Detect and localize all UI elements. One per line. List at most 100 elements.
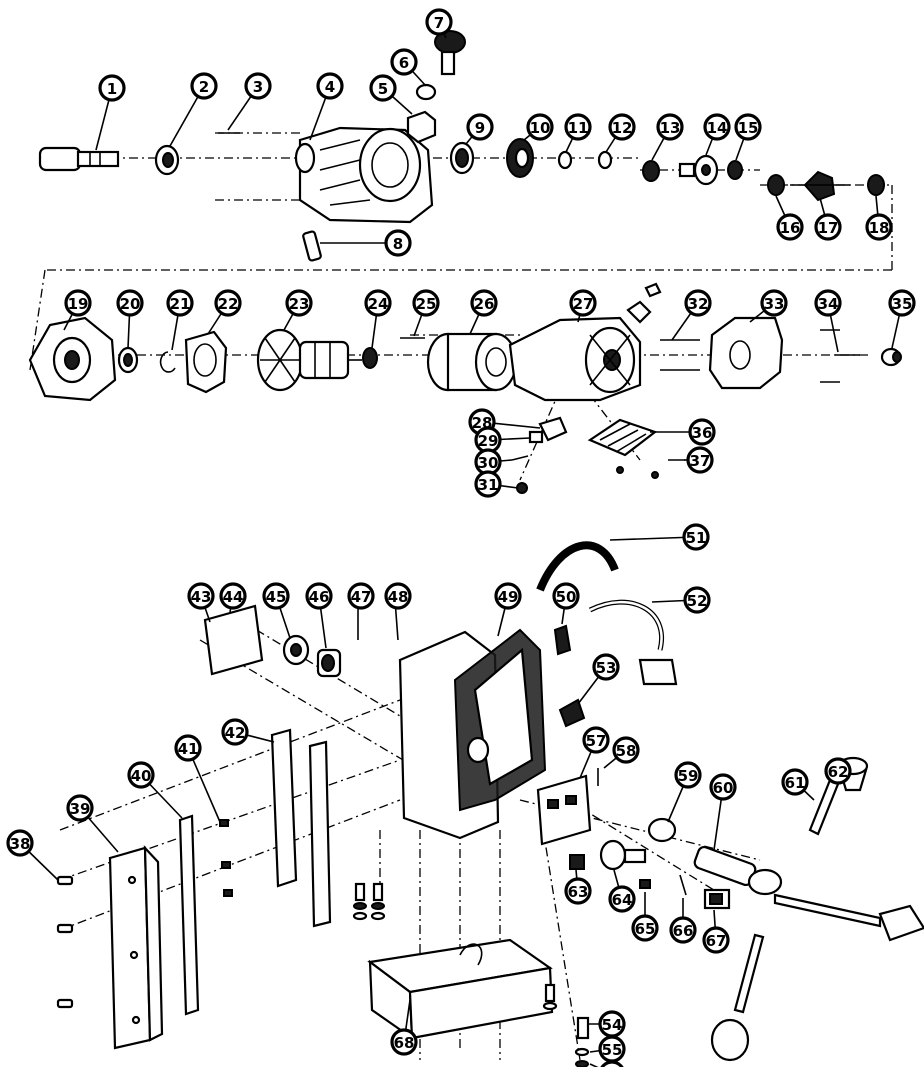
- callout-61: 61: [781, 768, 815, 801]
- callout-65: 65: [631, 892, 659, 942]
- callout-number: 20: [120, 295, 141, 313]
- part-16-bearing: [767, 174, 785, 196]
- callout-15: 15: [734, 113, 762, 161]
- part-44-cover-plate: [203, 604, 264, 676]
- callout-34: 34: [814, 289, 842, 353]
- callout-24: 24: [364, 289, 392, 349]
- part-45-collar: [282, 634, 310, 666]
- part-11-washer: [557, 150, 573, 170]
- callout-circle: [702, 926, 730, 954]
- callout-circle: [608, 113, 636, 141]
- callout-circle: [703, 113, 731, 141]
- callout-number: 16: [780, 219, 801, 237]
- part-42-rack: [270, 728, 332, 928]
- callout-64: 64: [608, 869, 636, 913]
- part-52-power-cord: [588, 599, 678, 686]
- part-9-bearing: [449, 141, 475, 175]
- callout-number: 32: [688, 295, 709, 313]
- callout-circle: [564, 113, 592, 141]
- callout-number: 52: [687, 592, 708, 610]
- callout-circle: [582, 726, 610, 754]
- part-64-knob: [599, 839, 647, 871]
- callout-31: 31: [474, 470, 519, 498]
- callout-circle: [214, 289, 242, 317]
- callout-circle: [865, 213, 893, 241]
- part-68-magnet-base: [367, 938, 554, 1041]
- callout-number: 2: [199, 78, 209, 96]
- callout-circle: [608, 885, 636, 913]
- callout-52: 52: [651, 586, 711, 614]
- callout-58: 58: [603, 736, 640, 769]
- callout-number: 65: [635, 920, 656, 938]
- callout-number: 13: [660, 119, 681, 137]
- callout-number: 25: [416, 295, 437, 313]
- part-8-pin: [302, 230, 322, 262]
- callout-number: 36: [692, 424, 713, 442]
- callout-circle: [814, 213, 842, 241]
- callout-number: 38: [10, 835, 31, 853]
- callout-6: 6: [390, 48, 427, 87]
- callout-39: 39: [66, 794, 119, 853]
- callout-leader: [589, 1063, 599, 1067]
- callout-3: 3: [227, 72, 272, 131]
- part-36-vent-grille: [587, 418, 658, 457]
- part-7-knob: [434, 30, 466, 76]
- callout-circle: [734, 113, 762, 141]
- callout-27: 27: [569, 289, 597, 323]
- part-15-bearing: [727, 160, 743, 180]
- callout-number: 40: [131, 767, 152, 785]
- callout-circle: [470, 289, 498, 317]
- callout-number: 30: [478, 454, 499, 472]
- callout-circle: [384, 229, 412, 257]
- part-22-fan-baffle: [184, 330, 228, 394]
- callout-number: 15: [738, 119, 759, 137]
- part-18-bearing: [867, 174, 885, 196]
- part-4-gear-housing: [294, 126, 434, 224]
- callout-number: 41: [178, 740, 199, 758]
- callout-number: 39: [70, 800, 91, 818]
- part-30-screw: [511, 455, 529, 461]
- callout-circle: [262, 582, 290, 610]
- part-55-washer: [574, 1047, 590, 1057]
- callout-47: 47: [347, 582, 375, 610]
- callout-circle: [781, 768, 809, 796]
- callout-circle: [709, 773, 737, 801]
- callout-circle: [569, 289, 597, 317]
- callout-number: 43: [191, 588, 212, 606]
- callout-1: 1: [95, 74, 126, 151]
- callout-41: 41: [174, 734, 221, 823]
- callout-number: 5: [378, 80, 388, 98]
- callout-number: 51: [686, 529, 707, 547]
- part-37-screw: [616, 459, 685, 479]
- callout-14: 14: [703, 113, 731, 156]
- callout-54: 54: [588, 1010, 626, 1038]
- part-59-ring: [647, 817, 677, 843]
- callout-4: 4: [309, 72, 344, 141]
- callout-60: 60: [709, 773, 737, 851]
- callout-circle: [64, 289, 92, 317]
- part-20-bearing: [117, 346, 139, 374]
- callout-number: 22: [218, 295, 239, 313]
- callout-number: 57: [586, 732, 607, 750]
- callout-50: 50: [552, 582, 580, 625]
- part-14-gear: [678, 154, 719, 186]
- callout-number: 26: [474, 295, 495, 313]
- callout-circle: [285, 289, 313, 317]
- part-50-strain-relief: [553, 624, 572, 656]
- callout-number: 48: [388, 588, 409, 606]
- callout-circle: [187, 582, 215, 610]
- callout-circle: [190, 72, 218, 100]
- part-21-circlip: [159, 351, 176, 373]
- callout-number: 49: [498, 588, 519, 606]
- callout-18: 18: [865, 195, 893, 241]
- callout-circle: [98, 74, 126, 102]
- callout-circle: [683, 586, 711, 614]
- callout-10: 10: [523, 113, 554, 141]
- callout-circle: [305, 582, 333, 610]
- callout-circle: [760, 289, 788, 317]
- callout-number: 8: [393, 235, 403, 253]
- callout-29: 29: [474, 426, 531, 454]
- part-46-pinion: [316, 648, 342, 678]
- callout-number: 67: [706, 932, 727, 950]
- callout-12: 12: [605, 113, 636, 153]
